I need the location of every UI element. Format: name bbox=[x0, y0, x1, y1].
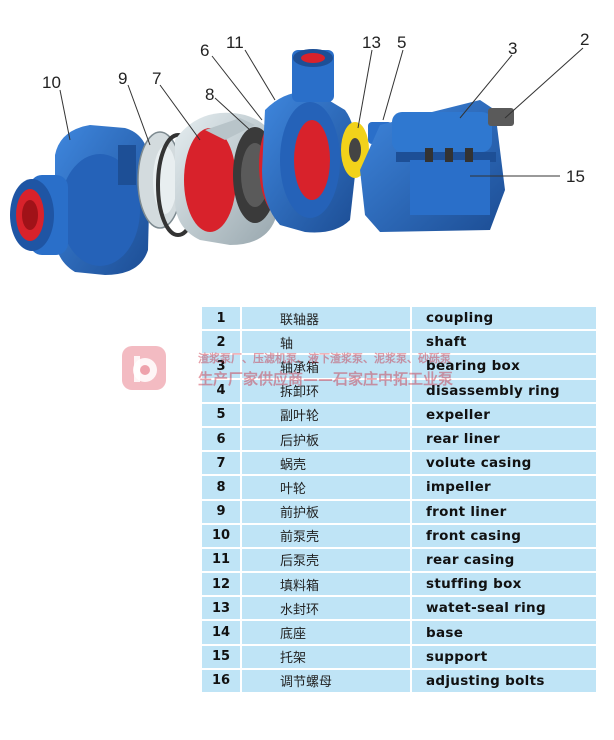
part-name-english: rear liner bbox=[412, 427, 596, 451]
part-name-chinese: 后泵壳 bbox=[242, 548, 410, 572]
part-name-english: front liner bbox=[412, 500, 596, 523]
part-number: 13 bbox=[202, 597, 240, 620]
part-number: 7 bbox=[202, 452, 240, 475]
callout-7: 7 bbox=[152, 69, 161, 88]
part-number: 3 bbox=[202, 355, 240, 378]
callout-11: 11 bbox=[226, 33, 244, 52]
front-liner-part bbox=[137, 131, 200, 237]
bearing-assembly-part bbox=[360, 100, 514, 232]
callout-13: 13 bbox=[362, 33, 381, 52]
part-name-english: volute casing bbox=[412, 452, 596, 475]
callout-5: 5 bbox=[397, 33, 406, 52]
part-number: 9 bbox=[202, 500, 240, 523]
callout-6: 6 bbox=[200, 41, 209, 60]
part-number: 10 bbox=[202, 524, 240, 547]
part-name-chinese: 轴承箱 bbox=[242, 355, 410, 378]
part-name-english: base bbox=[412, 621, 596, 644]
part-name-chinese: 底座 bbox=[242, 621, 410, 644]
part-number: 6 bbox=[202, 427, 240, 451]
part-number: 8 bbox=[202, 476, 240, 499]
leader-lines bbox=[59, 47, 584, 177]
part-name-english: disassembly ring bbox=[412, 379, 596, 402]
part-name-english: watet-seal ring bbox=[412, 597, 596, 620]
callout-9: 9 bbox=[118, 69, 127, 88]
part-name-chinese: 拆卸环 bbox=[242, 379, 410, 402]
part-number: 14 bbox=[202, 621, 240, 644]
part-name-chinese: 联轴器 bbox=[242, 307, 410, 330]
callout-labels: 10 9 7 6 11 8 13 5 3 2 15 bbox=[42, 30, 589, 186]
part-name-chinese: 前泵壳 bbox=[242, 524, 410, 547]
part-name-chinese: 托架 bbox=[242, 645, 410, 668]
callout-2: 2 bbox=[580, 30, 589, 49]
front-casing-part bbox=[10, 125, 150, 275]
part-number: 2 bbox=[202, 331, 240, 354]
part-name-english: stuffing box bbox=[412, 573, 596, 596]
part-name-english: shaft bbox=[412, 331, 596, 354]
part-name-english: front casing bbox=[412, 524, 596, 547]
callout-15: 15 bbox=[566, 167, 585, 186]
part-number: 11 bbox=[202, 548, 240, 572]
part-number: 4 bbox=[202, 379, 240, 402]
part-name-chinese: 蜗壳 bbox=[242, 452, 410, 475]
part-name-english: coupling bbox=[412, 307, 596, 330]
rear-casing-part bbox=[262, 49, 357, 233]
part-number: 1 bbox=[202, 307, 240, 330]
part-number: 12 bbox=[202, 573, 240, 596]
part-name-chinese: 轴 bbox=[242, 331, 410, 354]
part-name-chinese: 填料箱 bbox=[242, 573, 410, 596]
part-name-chinese: 叶轮 bbox=[242, 476, 410, 499]
part-name-english: impeller bbox=[412, 476, 596, 499]
part-name-english: expeller bbox=[412, 403, 596, 426]
part-name-english: rear casing bbox=[412, 548, 596, 572]
exploded-pump-diagram: 10 9 7 6 11 8 13 5 3 2 15 bbox=[10, 30, 589, 275]
part-name-chinese: 前护板 bbox=[242, 500, 410, 523]
part-name-english: bearing box bbox=[412, 355, 596, 378]
part-number: 15 bbox=[202, 645, 240, 668]
callout-3: 3 bbox=[508, 39, 517, 58]
part-name-chinese: 水封环 bbox=[242, 597, 410, 620]
brand-logo-icon bbox=[122, 346, 166, 390]
callout-10: 10 bbox=[42, 73, 61, 92]
part-number: 16 bbox=[202, 669, 240, 692]
part-name-english: adjusting bolts bbox=[412, 669, 596, 692]
part-name-chinese: 调节螺母 bbox=[242, 669, 410, 692]
part-name-chinese: 副叶轮 bbox=[242, 403, 410, 426]
part-name-chinese: 后护板 bbox=[242, 427, 410, 451]
part-name-english: support bbox=[412, 645, 596, 668]
callout-8: 8 bbox=[205, 85, 214, 104]
part-number: 5 bbox=[202, 403, 240, 426]
